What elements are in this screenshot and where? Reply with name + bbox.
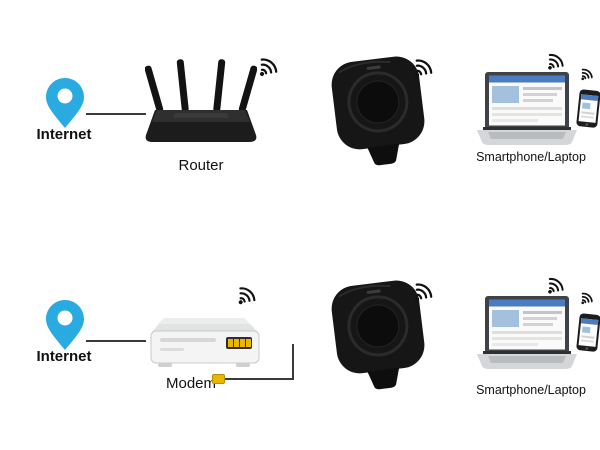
- router-illustration: [145, 59, 257, 142]
- clients-label: Smartphone/Laptop: [476, 150, 586, 164]
- internet-label: Internet: [36, 126, 92, 143]
- wifi-repeater-illustration: [331, 280, 425, 390]
- wifi-signal-icon: [548, 53, 564, 70]
- internet-pin-icon: [46, 78, 84, 128]
- laptop-smartphone-illustration: [477, 277, 600, 369]
- wifi-signal-icon: [548, 277, 564, 294]
- smartphone-illustration: [576, 89, 600, 128]
- connection-line-vertical: [292, 344, 294, 380]
- laptop-illustration: [477, 296, 577, 369]
- wifi-signal-icon: [259, 58, 278, 76]
- wifi-signal-icon: [414, 59, 433, 77]
- clients-label: Smartphone/Laptop: [476, 383, 586, 397]
- laptop-illustration: [477, 72, 577, 145]
- connection-line-horizontal: [225, 378, 294, 380]
- wifi-signal-icon: [581, 292, 593, 305]
- connection-line: [86, 113, 146, 115]
- router-label: Router: [178, 157, 224, 174]
- smartphone-illustration: [576, 313, 600, 352]
- internet-label: Internet: [36, 348, 92, 365]
- modem-illustration: [150, 318, 260, 367]
- wifi-signal-icon: [238, 287, 256, 305]
- connection-line: [86, 340, 146, 342]
- modem-label: Modem: [165, 375, 217, 392]
- wifi-repeater-illustration: [331, 56, 425, 166]
- ethernet-connector: [212, 374, 225, 384]
- wifi-signal-icon: [581, 68, 593, 81]
- laptop-smartphone-illustration: [477, 53, 600, 145]
- internet-pin-icon: [46, 300, 84, 350]
- wifi-signal-icon: [414, 283, 433, 301]
